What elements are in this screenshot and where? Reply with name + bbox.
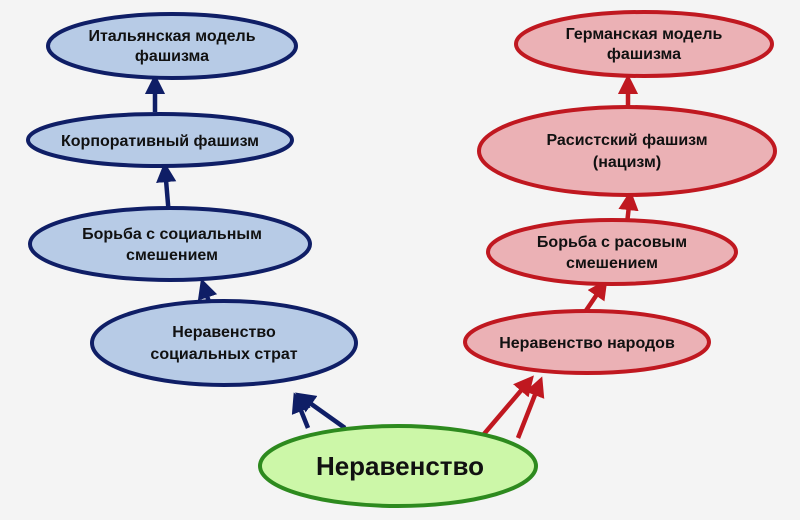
node-racist-fascism: Расистский фашизм (нацизм) [477, 105, 777, 197]
node-label-line-2: фашизма [607, 46, 681, 63]
node-peoples-inequality: Неравенство народов [463, 309, 711, 375]
arrow-root-to-peoples-b [515, 376, 545, 439]
node-label-line-1: Борьба с расовым [537, 234, 687, 251]
node-label-line-1: Итальянская модель [88, 28, 255, 45]
arrow-root-to-social-strata-b [295, 392, 347, 430]
node-shape [463, 309, 711, 375]
node-label-line-1: Борьба с социальным [82, 226, 262, 243]
node-shape [477, 105, 777, 197]
node-shape [90, 299, 358, 387]
node-german-model: Германская модель фашизма [514, 10, 774, 78]
node-label-line-1: Расистский фашизм [546, 132, 707, 149]
root-node-label: Неравенство [316, 451, 484, 481]
node-label-line-1: Неравенство народов [499, 335, 675, 352]
node-italian-model: Итальянская модель фашизма [46, 12, 298, 80]
node-shape [514, 10, 774, 78]
node-social-strata-inequality: Неравенство социальных страт [90, 299, 358, 387]
node-shape [26, 112, 294, 168]
node-corporate-fascism: Корпоративный фашизм [26, 112, 294, 168]
node-label-line-2: (нацизм) [593, 154, 661, 171]
node-label-line-2: фашизма [135, 48, 209, 65]
right-branch-arrows [482, 73, 639, 439]
node-racial-mixing-struggle: Борьба с расовым смешением [486, 218, 738, 286]
node-label-line-2: смешением [126, 247, 218, 264]
node-label-line-2: смешением [566, 255, 658, 272]
node-shape [486, 218, 738, 286]
node-shape [46, 12, 298, 80]
arrow-peoples-to-racial-mixing [583, 278, 608, 314]
node-social-mixing-struggle: Борьба с социальным смешением [28, 206, 312, 282]
arrow-root-to-peoples-a [482, 375, 534, 436]
node-label-line-1: Корпоративный фашизм [61, 133, 259, 150]
node-label-line-1: Неравенство [172, 324, 276, 341]
node-label-line-2: социальных страт [150, 346, 297, 363]
node-root-inequality: Неравенство [258, 424, 538, 508]
node-shape [28, 206, 312, 282]
root-node-shape [258, 424, 538, 508]
node-label-line-1: Германская модель [566, 26, 723, 43]
